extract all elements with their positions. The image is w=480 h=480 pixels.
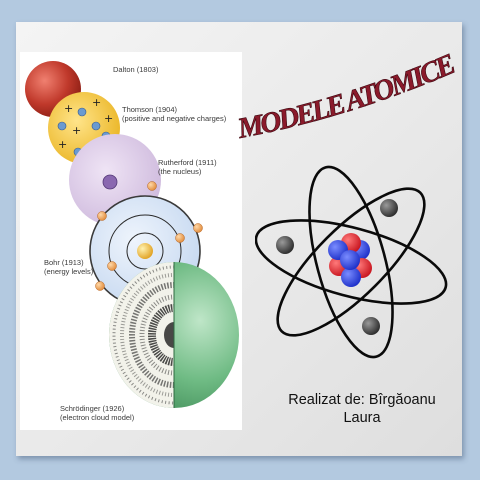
- thomson-label: Thomson (1904) (positive and negative ch…: [122, 105, 226, 123]
- schrodinger-cloud: [109, 262, 174, 408]
- bohr-nucleus: [137, 243, 153, 259]
- nucleus: [328, 233, 372, 287]
- thomson-name: Thomson (1904): [122, 105, 178, 114]
- orbit-ring-3: [276, 187, 426, 337]
- electron-icon: [276, 236, 294, 254]
- svg-text:+: +: [104, 112, 113, 125]
- rutherford-detail: (the nucleus): [158, 167, 202, 176]
- electron-icon: [362, 317, 380, 335]
- rutherford-name: Rutherford (1911): [158, 158, 217, 167]
- svg-text:+: +: [64, 102, 73, 115]
- svg-text:+: +: [72, 124, 81, 137]
- schrodinger-label: Schrödinger (1926) (electron cloud model…: [60, 404, 134, 422]
- author-credit: Realizat de: Bîrgăoanu Laura: [262, 391, 462, 427]
- svg-text:+: +: [92, 96, 101, 109]
- orbit-ring-2: [308, 165, 394, 359]
- svg-text:+: +: [58, 138, 67, 151]
- title-wordart: MODELE ATOMICE: [234, 48, 461, 145]
- dalton-label: Dalton (1803): [113, 65, 158, 74]
- bohr-orbit-inner: [126, 232, 164, 270]
- dalton-name: Dalton (1803): [113, 65, 159, 74]
- bohr-name: Bohr (1913): [44, 258, 84, 267]
- neutron-icon: [340, 250, 360, 270]
- bohr-label: Bohr (1913) (energy levels): [44, 258, 93, 276]
- rutherford-label: Rutherford (1911) (the nucleus): [158, 158, 217, 176]
- schrodinger-name: Schrödinger (1926): [60, 404, 125, 413]
- orbit-ring-1: [255, 219, 448, 305]
- atom-icon: [255, 165, 448, 359]
- neutron-icon: [341, 267, 361, 287]
- author-line-2: Laura: [343, 410, 381, 426]
- rutherford-nucleus: [102, 174, 118, 190]
- page-title: MODELE ATOMICE: [234, 48, 460, 145]
- bohr-detail: (energy levels): [44, 267, 94, 276]
- author-line-1: Realizat de: Bîrgăoanu: [288, 392, 436, 408]
- bohr-electrons: [95, 181, 203, 291]
- atomic-models-illustration: +++ +++: [25, 61, 239, 408]
- schrodinger-detail: (electron cloud model): [60, 413, 135, 422]
- electron-icon: [380, 199, 398, 217]
- thomson-detail: (positive and negative charges): [122, 114, 227, 123]
